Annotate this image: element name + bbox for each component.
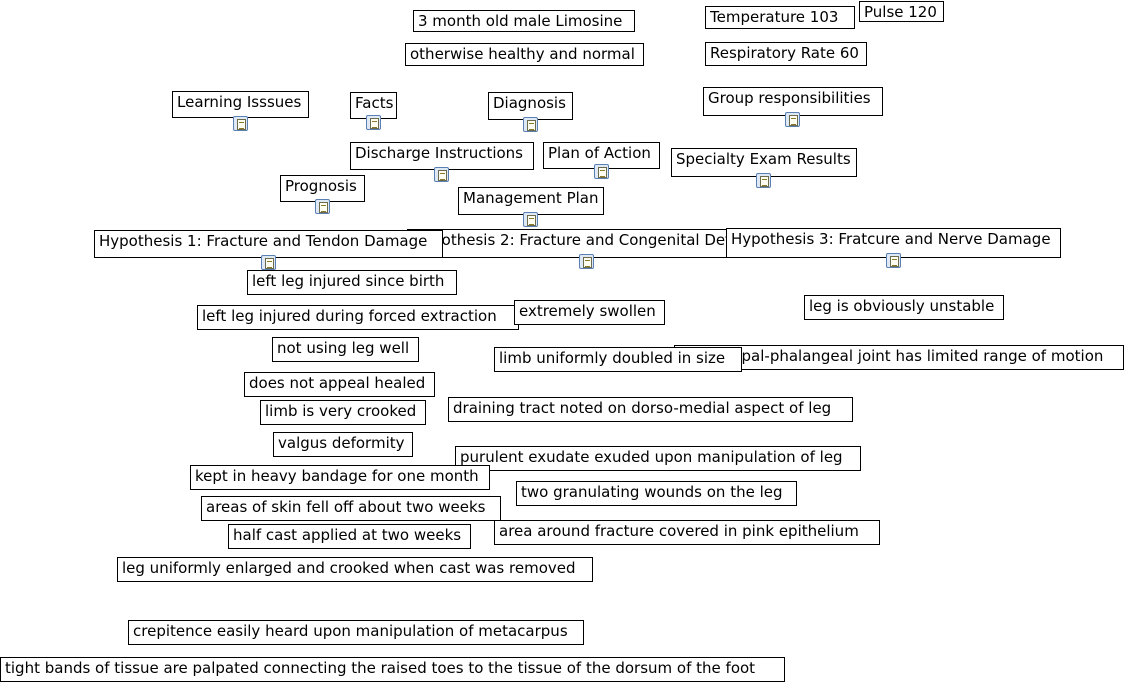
learning-issues-note-icon[interactable] bbox=[233, 116, 248, 131]
finding-box[interactable]: two granulating wounds on the leg bbox=[516, 481, 797, 506]
finding-box[interactable]: does not appeal healed bbox=[244, 372, 435, 397]
finding-box[interactable]: area around fracture covered in pink epi… bbox=[494, 520, 880, 545]
finding-box[interactable]: limb is very crooked bbox=[260, 400, 426, 425]
temperature-box[interactable]: Temperature 103 bbox=[705, 6, 855, 29]
management-plan-node[interactable]: Management Plan bbox=[458, 187, 604, 215]
finding-box[interactable]: left leg injured since birth bbox=[247, 270, 457, 295]
finding-box[interactable]: tight bands of tissue are palpated conne… bbox=[0, 657, 785, 682]
specialty-exam-results-note-icon[interactable] bbox=[756, 173, 771, 188]
facts-node[interactable]: Facts bbox=[350, 92, 397, 119]
respiratory-rate-box[interactable]: Respiratory Rate 60 bbox=[705, 42, 867, 66]
finding-box[interactable]: not using leg well bbox=[272, 337, 419, 362]
pulse-box[interactable]: Pulse 120 bbox=[859, 1, 944, 22]
hypothesis-3-note-icon[interactable] bbox=[886, 253, 901, 268]
finding-box[interactable]: kept in heavy bandage for one month bbox=[190, 465, 490, 490]
hypothesis-3-node[interactable]: Hypothesis 3: Fratcure and Nerve Damage bbox=[726, 228, 1061, 258]
patient-box[interactable]: 3 month old male Limosine bbox=[413, 10, 635, 32]
prognosis-node[interactable]: Prognosis bbox=[280, 175, 365, 202]
finding-box[interactable]: limb uniformly doubled in size bbox=[494, 347, 742, 372]
finding-box[interactable]: draining tract noted on dorso-medial asp… bbox=[448, 397, 853, 422]
facts-note-icon[interactable] bbox=[366, 115, 381, 130]
hypothesis-2-node[interactable]: Hypothesis 2: Fracture and Congenital De… bbox=[407, 229, 767, 258]
hypothesis-2-note-icon[interactable] bbox=[579, 254, 594, 269]
group-responsibilities-note-icon[interactable] bbox=[785, 112, 800, 127]
finding-box[interactable]: leg is obviously unstable bbox=[804, 295, 1004, 320]
diagnosis-note-icon[interactable] bbox=[523, 117, 538, 132]
finding-box[interactable]: areas of skin fell off about two weeks bbox=[201, 496, 501, 521]
prognosis-note-icon[interactable] bbox=[315, 199, 330, 214]
plan-of-action-note-icon[interactable] bbox=[594, 164, 609, 179]
learning-issues-node[interactable]: Learning Isssues bbox=[172, 91, 309, 118]
diagnosis-node[interactable]: Diagnosis bbox=[488, 92, 573, 120]
finding-box[interactable]: half cast applied at two weeks bbox=[228, 524, 471, 549]
finding-box[interactable]: purulent exudate exuded upon manipulatio… bbox=[455, 446, 861, 471]
hypothesis-1-note-icon[interactable] bbox=[261, 255, 276, 270]
discharge-instructions-node[interactable]: Discharge Instructions bbox=[350, 142, 534, 170]
finding-box[interactable]: valgus deformity bbox=[273, 432, 413, 457]
history-box[interactable]: otherwise healthy and normal bbox=[405, 43, 644, 66]
finding-box[interactable]: metacarpal-phalangeal joint has limited … bbox=[674, 345, 1124, 370]
finding-box[interactable]: crepitence easily heard upon manipulatio… bbox=[128, 620, 584, 645]
discharge-instructions-note-icon[interactable] bbox=[434, 167, 449, 182]
management-plan-note-icon[interactable] bbox=[523, 212, 538, 227]
finding-box[interactable]: leg uniformly enlarged and crooked when … bbox=[117, 557, 593, 582]
hypothesis-1-node[interactable]: Hypothesis 1: Fracture and Tendon Damage bbox=[94, 230, 443, 258]
finding-box[interactable]: extremely swollen bbox=[514, 300, 665, 325]
finding-box[interactable]: left leg injured during forced extractio… bbox=[197, 305, 519, 330]
